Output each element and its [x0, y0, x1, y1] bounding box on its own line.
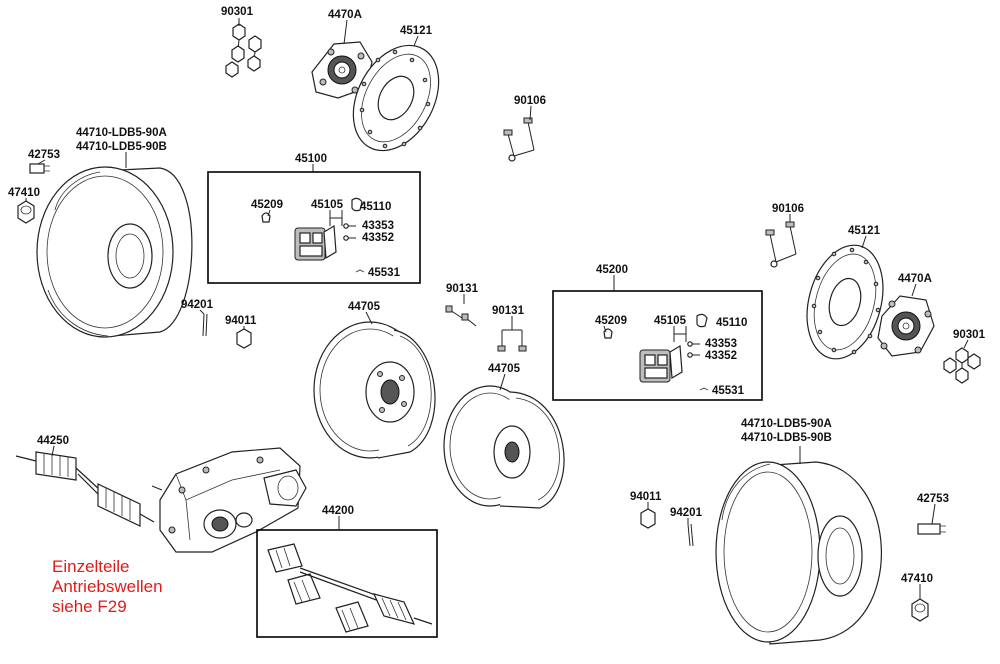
label-45100: 45100	[295, 153, 327, 165]
left-tire	[36, 166, 193, 338]
drive-shaft-kit-box	[256, 529, 438, 638]
label-90106-right: 90106	[772, 203, 804, 215]
label-43352-left: 43352	[362, 232, 394, 244]
right-tire	[715, 461, 882, 645]
label-90131-right: 90131	[492, 305, 525, 317]
label-44710-right-b: 44710-LDB5-90B	[741, 432, 832, 444]
label-45531-left: 45531	[368, 267, 401, 279]
valve-stem-left	[29, 163, 50, 174]
label-47410-right: 47410	[901, 573, 933, 585]
lug-nut-left	[17, 200, 35, 224]
label-94011-left: 94011	[225, 315, 257, 327]
label-44200: 44200	[322, 505, 354, 517]
label-43353-right: 43353	[705, 338, 737, 350]
label-45105-left: 45105	[311, 199, 344, 211]
brake-screws-right	[765, 221, 797, 268]
label-44710-left-b: 44710-LDB5-90B	[76, 141, 167, 153]
label-4470A-top: 4470A	[328, 9, 362, 21]
label-94011-right: 94011	[630, 491, 662, 503]
label-43352-right: 43352	[705, 350, 737, 362]
drive-shaft-note: Einzelteile Antriebswellen siehe F29	[52, 557, 163, 616]
label-45110-right: 45110	[716, 317, 747, 329]
label-45200: 45200	[596, 264, 628, 276]
label-45105-right: 45105	[654, 315, 687, 327]
label-43353-left: 43353	[362, 220, 394, 232]
label-47410-left: 47410	[8, 187, 40, 199]
label-44710-left-a: 44710-LDB5-90A	[76, 127, 167, 139]
cotter-pin-right	[687, 523, 694, 547]
label-94201-right: 94201	[670, 507, 703, 519]
label-90301-top: 90301	[221, 6, 254, 18]
label-42753-right: 42753	[917, 493, 949, 505]
hub-right	[877, 295, 935, 357]
valve-stem-right	[917, 523, 946, 535]
note-line-2: Antriebswellen	[52, 577, 163, 596]
part-labels: 90301 4470A 45121 90106 44710-LDB5-90A 4…	[8, 6, 986, 585]
brake-screws-top	[503, 117, 535, 162]
label-45209-left: 45209	[251, 199, 283, 211]
label-45531-right: 45531	[712, 385, 745, 397]
caliper-assembly-box-right	[552, 290, 763, 401]
label-44705-left: 44705	[348, 301, 381, 313]
brake-disc-top	[352, 44, 440, 152]
label-45110-left: 45110	[360, 201, 391, 213]
wheel-rim-front	[313, 321, 436, 459]
brake-disc-right	[806, 244, 884, 360]
drive-shaft-44250	[15, 451, 155, 527]
studs-right	[943, 347, 981, 384]
label-42753-left: 42753	[28, 149, 60, 161]
castle-nut-right	[640, 508, 656, 529]
castle-nut-left	[236, 328, 252, 349]
note-line-3: siehe F29	[52, 597, 127, 616]
label-44710-right-a: 44710-LDB5-90A	[741, 418, 832, 430]
bolts-90131-left	[445, 305, 477, 327]
label-45121-right: 45121	[848, 225, 881, 237]
label-45121-top: 45121	[400, 25, 433, 37]
lug-nut-right	[911, 598, 929, 622]
label-94201-left: 94201	[181, 299, 214, 311]
studs-top	[225, 23, 262, 78]
differential-housing	[159, 447, 307, 553]
wheel-rim-rear	[443, 385, 565, 509]
cotter-pin-left	[202, 313, 208, 337]
note-line-1: Einzelteile	[52, 557, 130, 576]
leader-lines	[25, 18, 969, 599]
label-90301-right: 90301	[953, 329, 986, 341]
bolts-90131-right	[497, 329, 527, 352]
label-4470A-right: 4470A	[898, 273, 932, 285]
label-90131-left: 90131	[446, 283, 479, 295]
label-44250: 44250	[37, 435, 69, 447]
label-44705-right: 44705	[488, 363, 521, 375]
label-90106-top: 90106	[514, 95, 546, 107]
label-45209-right: 45209	[595, 315, 627, 327]
hub-top	[311, 41, 373, 99]
